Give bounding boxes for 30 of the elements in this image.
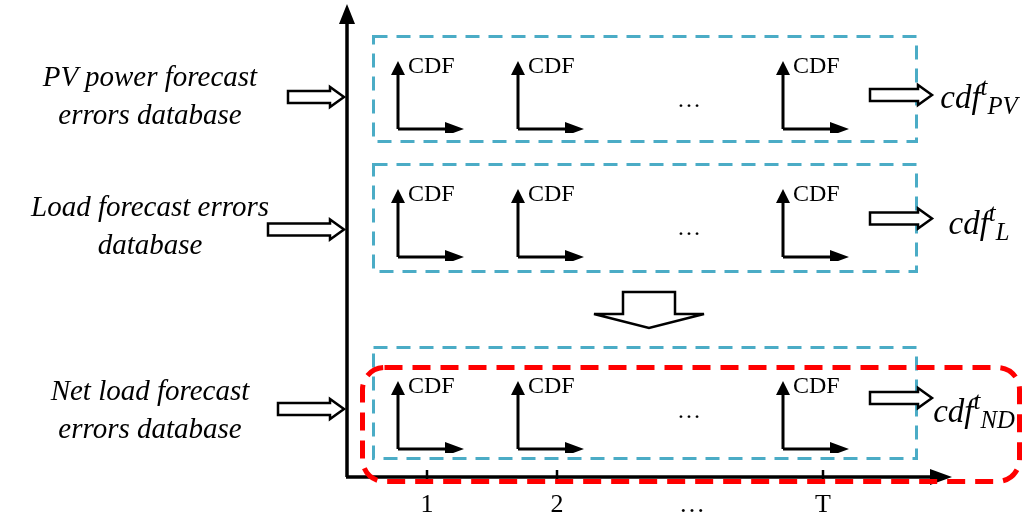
hollow-arrow — [276, 396, 347, 422]
cdf-axis-label: CDF — [793, 373, 840, 397]
cdf-axis-label: CDF — [528, 181, 575, 205]
hollow-arrow — [592, 290, 706, 330]
cdf-axis-label: CDF — [793, 181, 840, 205]
dashed-box — [372, 346, 918, 460]
time-tick-label: T — [815, 491, 831, 517]
hollow-arrow — [266, 217, 347, 242]
hollow-arrow — [286, 84, 347, 110]
cdf-axis-label: CDF — [408, 53, 455, 77]
highlight-box — [360, 365, 1022, 484]
database-label: Load forecast errors database — [30, 186, 270, 264]
hollow-arrow — [868, 206, 935, 231]
cdf-axis-label: CDF — [408, 373, 455, 397]
time-tick-label: 2 — [550, 491, 564, 517]
cdf-axis-label: CDF — [793, 53, 840, 77]
dashed-box — [372, 35, 918, 143]
time-tick-label: 1 — [420, 491, 434, 517]
ellipsis: … — [677, 215, 701, 239]
cdf-axis-label: CDF — [528, 373, 575, 397]
dashed-box — [372, 163, 918, 273]
cdf-axis-label: CDF — [528, 53, 575, 77]
hollow-arrow — [868, 385, 935, 411]
ellipsis: … — [677, 398, 701, 422]
ellipsis: … — [677, 87, 701, 111]
cdf-axis-label: CDF — [408, 181, 455, 205]
hollow-arrow — [868, 82, 935, 108]
time-tick-label: … — [679, 491, 705, 517]
database-label: Net load forecast errors database — [20, 370, 280, 448]
database-label: PV power forecast errors database — [8, 56, 292, 134]
